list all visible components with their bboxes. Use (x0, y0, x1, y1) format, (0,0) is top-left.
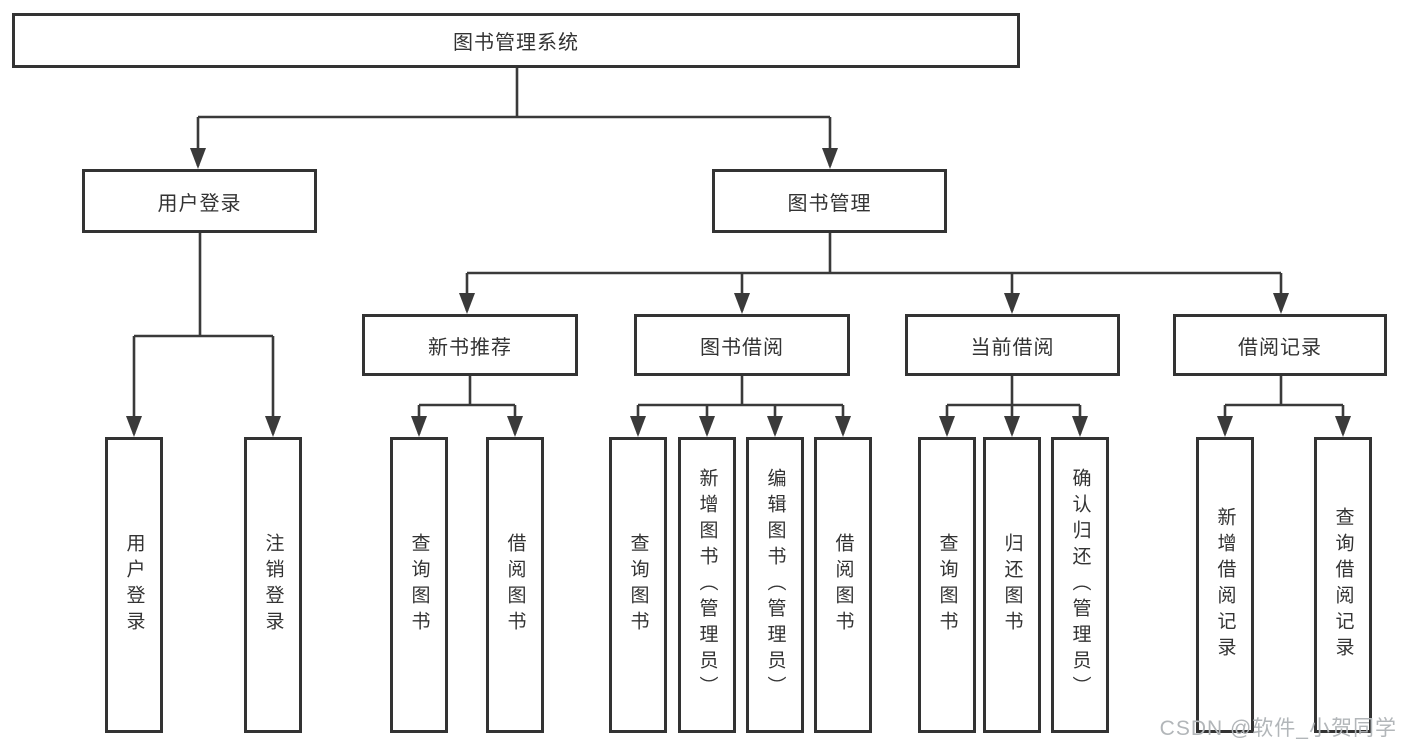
leaf-nbr-query-book-label: 查询图书 (408, 533, 430, 637)
watermark: CSDN @软件_小贺同学 (1159, 717, 1397, 740)
leaf-cb-confirm-return-label: 确认归还（管理员） (1069, 468, 1091, 702)
node-borrow-records-label: 借阅记录 (1238, 336, 1322, 359)
leaf-br-add-record-label: 新增借阅记录 (1214, 507, 1236, 663)
leaf-bb-add-book-label: 新增图书（管理员） (696, 468, 718, 702)
leaf-bb-query-book-label: 查询图书 (627, 533, 649, 637)
node-new-book-recommend: 新书推荐 (362, 314, 578, 376)
node-current-borrow: 当前借阅 (905, 314, 1120, 376)
leaf-cb-query-book: 查询图书 (918, 437, 976, 733)
leaf-br-query-record: 查询借阅记录 (1314, 437, 1372, 733)
node-user-login: 用户登录 (82, 169, 317, 233)
node-book-management-label: 图书管理 (787, 192, 872, 215)
leaf-bb-borrow-book-label: 借阅图书 (832, 533, 854, 637)
leaf-user-login: 用户登录 (105, 437, 163, 733)
leaf-logout: 注销登录 (244, 437, 302, 733)
node-borrow-records: 借阅记录 (1173, 314, 1387, 376)
node-root-label: 图书管理系统 (453, 32, 579, 54)
node-user-login-label: 用户登录 (157, 192, 242, 215)
leaf-cb-query-book-label: 查询图书 (936, 533, 958, 637)
node-book-borrow: 图书借阅 (634, 314, 850, 376)
leaf-bb-query-book: 查询图书 (609, 437, 667, 733)
leaf-logout-label: 注销登录 (262, 533, 284, 637)
leaf-cb-confirm-return: 确认归还（管理员） (1051, 437, 1109, 733)
node-new-book-recommend-label: 新书推荐 (428, 336, 512, 359)
leaf-cb-return-book-label: 归还图书 (1001, 533, 1023, 637)
leaf-br-add-record: 新增借阅记录 (1196, 437, 1254, 733)
leaf-nbr-borrow-book-label: 借阅图书 (504, 533, 526, 637)
node-book-borrow-label: 图书借阅 (700, 336, 784, 359)
node-current-borrow-label: 当前借阅 (970, 336, 1055, 359)
leaf-bb-edit-book: 编辑图书（管理员） (746, 437, 804, 733)
leaf-user-login-label: 用户登录 (123, 533, 145, 637)
leaf-bb-edit-book-label: 编辑图书（管理员） (764, 468, 786, 702)
node-book-management: 图书管理 (712, 169, 947, 233)
leaf-cb-return-book: 归还图书 (983, 437, 1041, 733)
leaf-br-query-record-label: 查询借阅记录 (1332, 507, 1354, 663)
leaf-nbr-borrow-book: 借阅图书 (486, 437, 544, 733)
node-root: 图书管理系统 (12, 13, 1020, 68)
leaf-nbr-query-book: 查询图书 (390, 437, 448, 733)
leaf-bb-add-book: 新增图书（管理员） (678, 437, 736, 733)
leaf-bb-borrow-book: 借阅图书 (814, 437, 872, 733)
